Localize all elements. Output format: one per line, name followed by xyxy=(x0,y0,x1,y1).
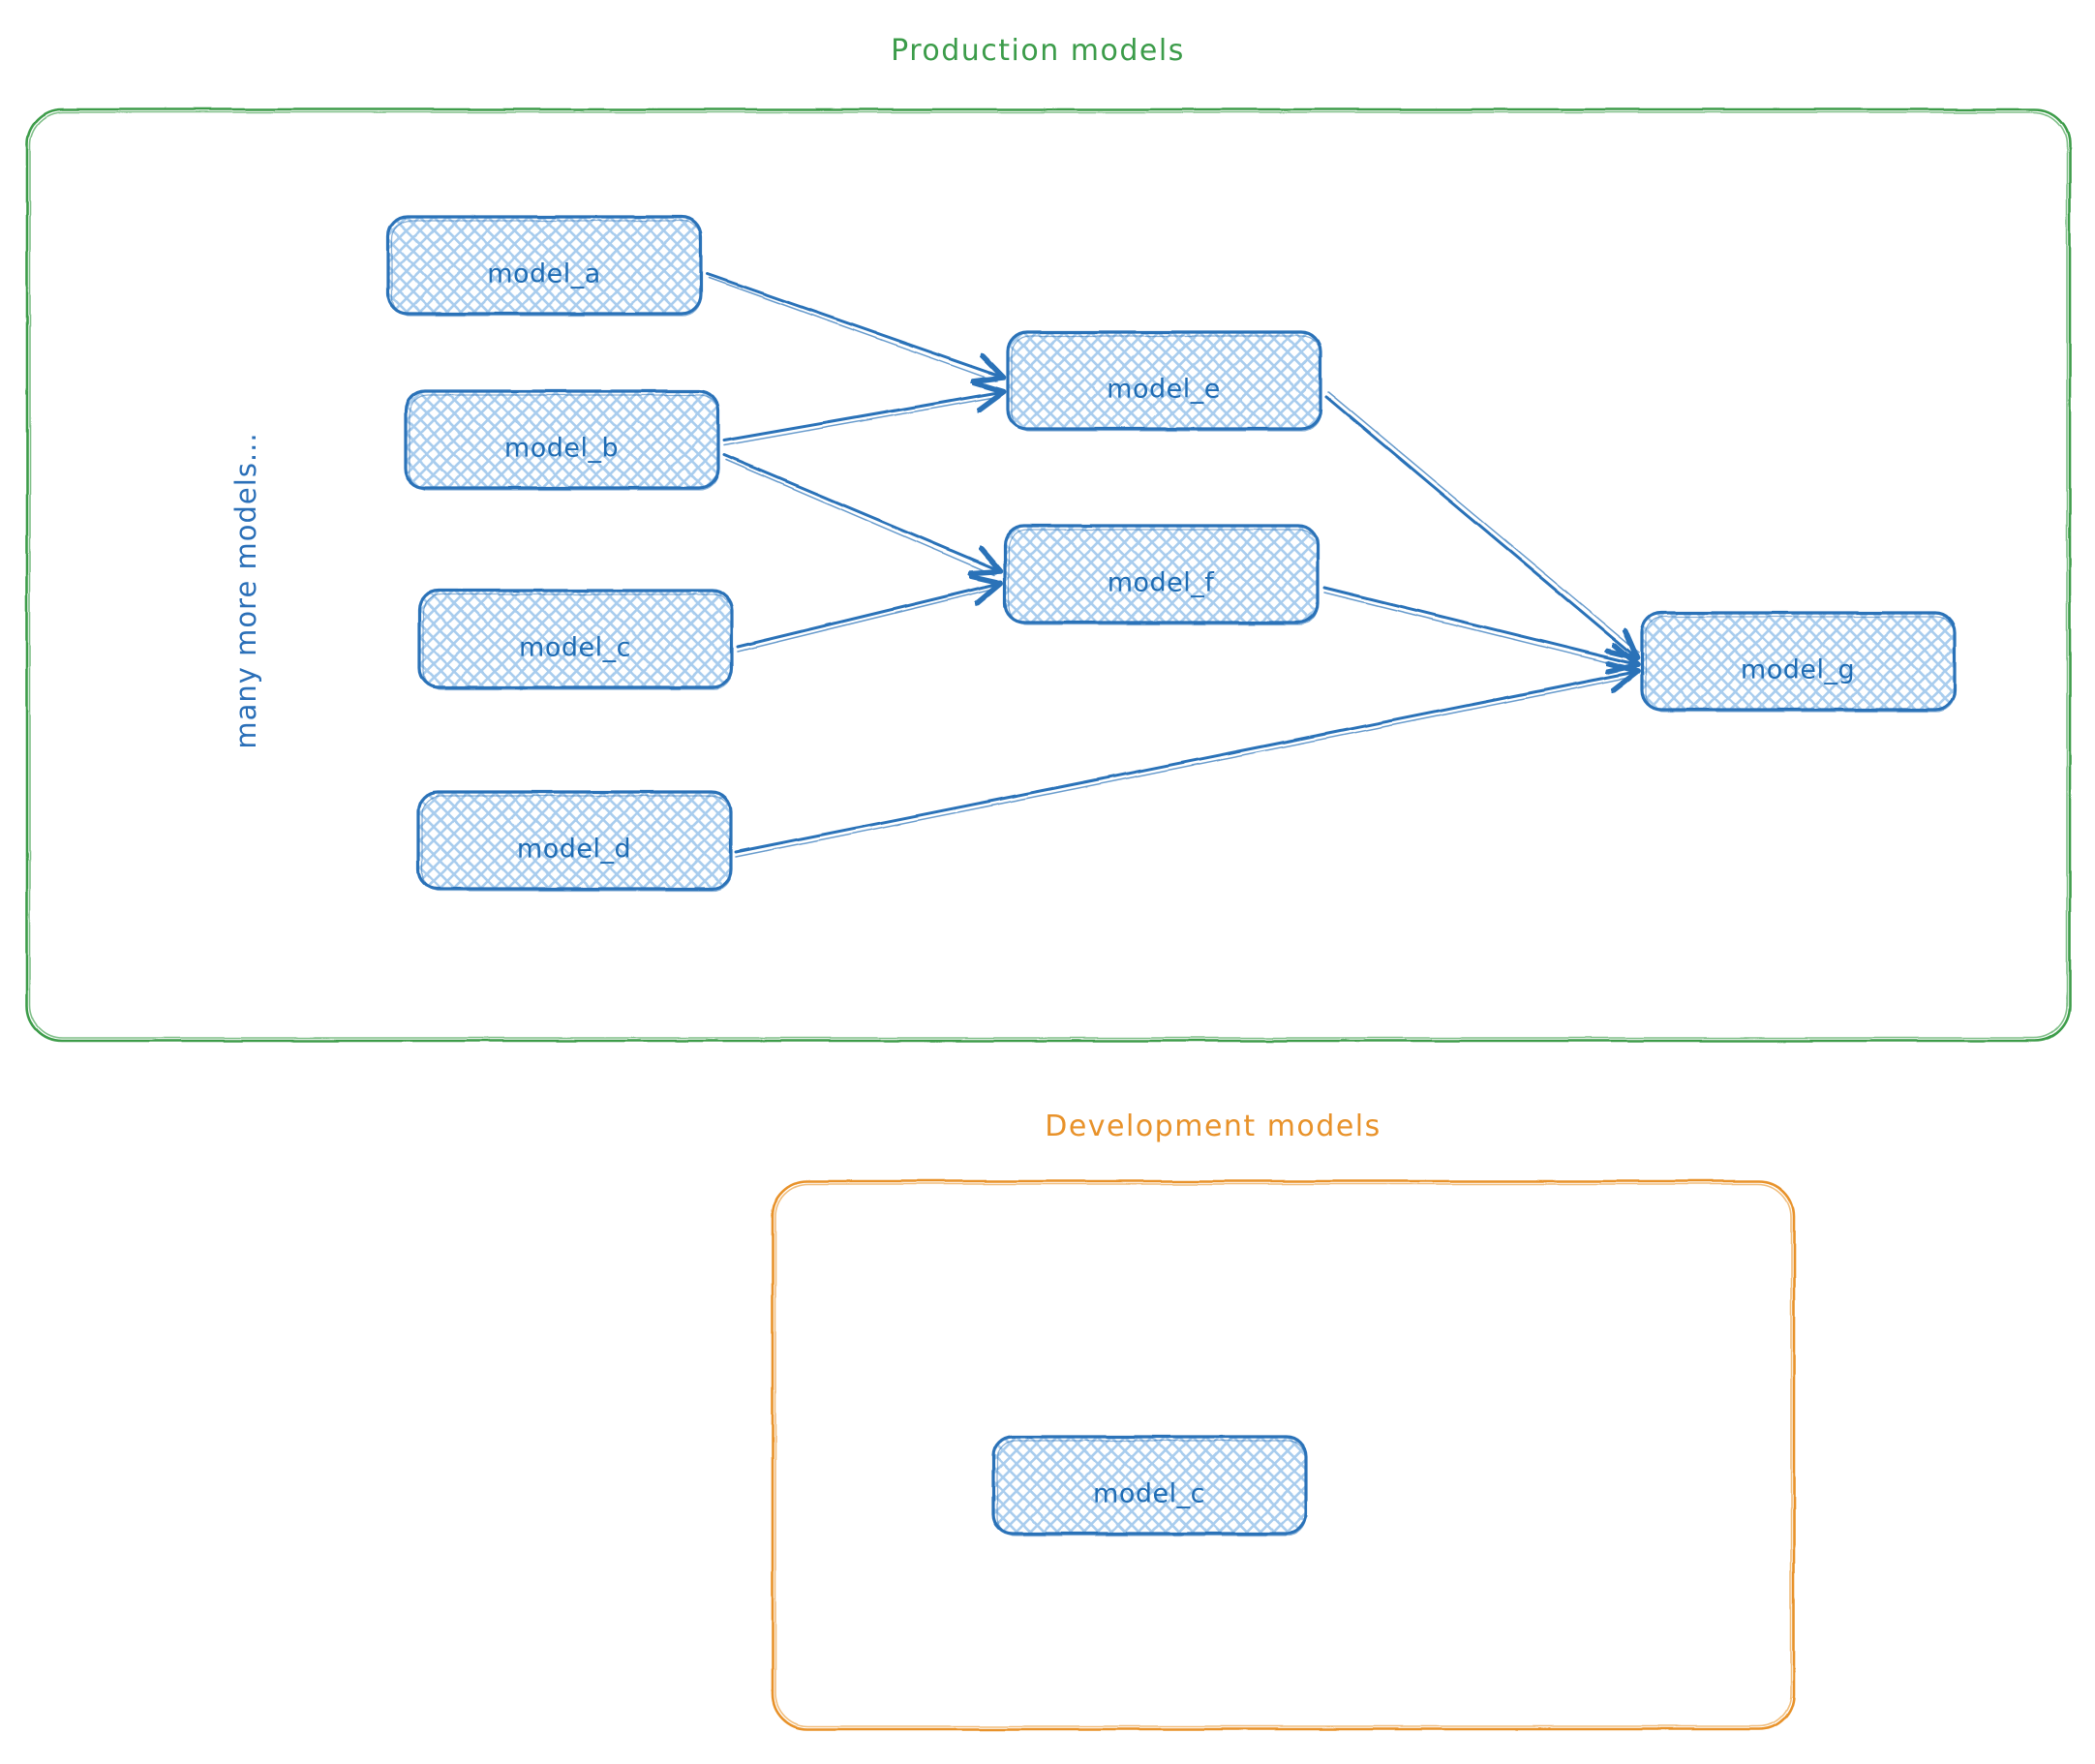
node-model_g[interactable]: model_g xyxy=(1640,611,1957,713)
edge-model_d-to-model_g xyxy=(734,672,1635,858)
node-label-model_c-dev: model_c xyxy=(1093,1479,1205,1509)
group-development: Development models model_c xyxy=(771,1110,1796,1731)
node-label-model_a: model_a xyxy=(487,259,601,289)
development-group-border xyxy=(771,1179,1796,1731)
production-group-border xyxy=(25,107,2072,1043)
edge-model_f-to-model_g xyxy=(1322,586,1635,669)
node-model_e[interactable]: model_e xyxy=(1006,330,1322,432)
many-more-models-label: many more models... xyxy=(229,432,262,748)
edge-model_b-to-model_e xyxy=(722,392,1001,446)
edge-layer xyxy=(705,272,1639,858)
node-model_f[interactable]: model_f xyxy=(1003,524,1320,625)
node-label-model_g: model_g xyxy=(1741,655,1855,685)
node-label-model_e: model_e xyxy=(1107,375,1221,405)
node-model_c[interactable]: model_c xyxy=(417,589,734,690)
edge-model_b-to-model_f xyxy=(722,453,998,575)
node-label-model_b: model_b xyxy=(504,434,619,464)
production-group-title: Production models xyxy=(891,34,1185,68)
node-model_b[interactable]: model_b xyxy=(404,389,720,491)
node-model_c-dev[interactable]: model_c xyxy=(991,1435,1308,1536)
development-group-title: Development models xyxy=(1045,1110,1381,1143)
node-layer: model_a model_b model_c xyxy=(386,215,1957,892)
node-model_d[interactable]: model_d xyxy=(416,790,733,892)
edge-model_a-to-model_e xyxy=(705,272,1001,381)
node-label-model_d: model_d xyxy=(517,835,631,865)
node-label-model_c: model_c xyxy=(519,633,631,663)
node-model_a[interactable]: model_a xyxy=(386,215,703,317)
edge-model_c-to-model_f xyxy=(736,584,998,653)
node-label-model_f: model_f xyxy=(1108,568,1216,598)
edge-model_e-to-model_g xyxy=(1324,391,1639,656)
group-production: Production models many more models... xyxy=(25,34,2072,1043)
